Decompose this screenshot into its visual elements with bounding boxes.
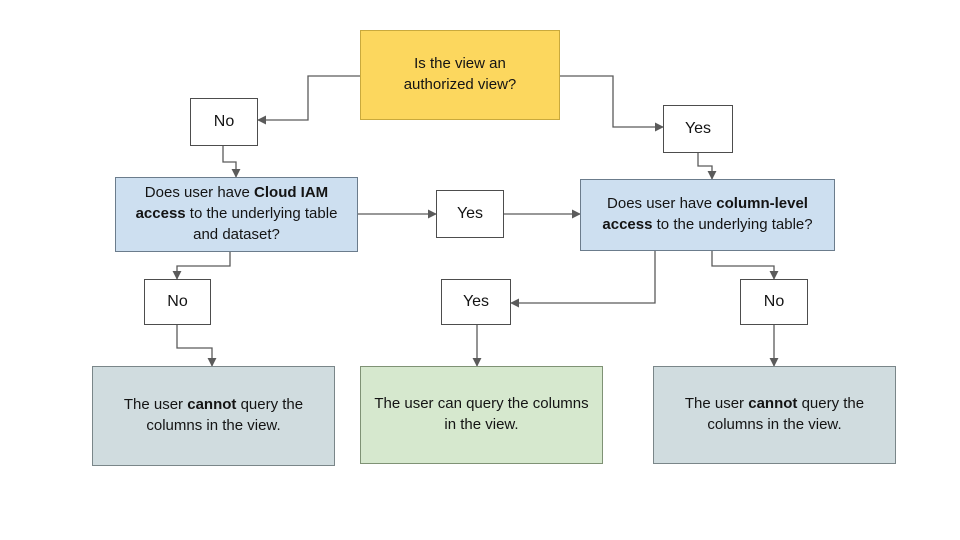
decision-column-level-access[interactable]: Does user have column-level access to th… (580, 179, 835, 251)
label-no-cloud-iam[interactable]: No (144, 279, 211, 325)
outcome-right-suffix: query the columns in the view. (707, 395, 865, 433)
decision-authorized-view-line1: Is the view an (414, 55, 506, 73)
edge-no-to-cloudiam (222, 146, 241, 178)
decision-authorized-view-line2: authorized view? (403, 76, 517, 93)
label-yes-column-level-text: Yes (462, 292, 490, 310)
decision-column-level-access-label: Does user have column-level access to th… (589, 194, 826, 235)
label-yes-column-level[interactable]: Yes (441, 279, 511, 325)
outcome-left-prefix: The user (123, 396, 188, 414)
decision-column-level-suffix: to the underlying table? (652, 216, 813, 233)
outcome-cannot-query-left-label: The user cannot query the columns in the… (101, 395, 326, 436)
edge-columnlevel-to-yes (510, 251, 656, 308)
label-yes-cloud-iam[interactable]: Yes (436, 190, 504, 238)
label-no-cloud-iam-text: No (167, 292, 188, 310)
outcome-cannot-query-left[interactable]: The user cannot query the columns in the… (92, 366, 335, 466)
outcome-can-query-center-label: The user can query the columns in the vi… (374, 395, 589, 433)
label-yes-cloud-iam-text: Yes (456, 204, 484, 222)
label-no-authorized-view[interactable]: No (190, 98, 258, 146)
decision-cloud-iam-bold: Cloud IAM access (135, 184, 329, 223)
outcome-left-bold: cannot (187, 396, 237, 414)
outcome-cannot-query-right[interactable]: The user cannot query the columns in the… (653, 366, 896, 464)
label-no-authorized-view-text: No (213, 112, 235, 130)
decision-cloud-iam-prefix: Does user have (144, 184, 255, 202)
outcome-cannot-query-right-label: The user cannot query the columns in the… (662, 394, 887, 435)
outcome-left-suffix: query the columns in the view. (146, 396, 304, 434)
edge-authorized-to-no (257, 75, 360, 125)
outcome-can-query-center[interactable]: The user can query the columns in the vi… (360, 366, 603, 464)
edge-yes-to-columnlevel (697, 153, 717, 180)
label-yes-authorized-view-text: Yes (684, 119, 712, 137)
decision-cloud-iam-suffix: to the underlying table and dataset? (185, 205, 338, 243)
decision-column-level-bold: column-level access (602, 195, 808, 233)
decision-authorized-view-label: Is the view an authorized view? (404, 54, 517, 95)
edge-cloudiam-to-no (172, 252, 231, 280)
decision-column-level-prefix: Does user have (607, 195, 717, 213)
label-no-column-level[interactable]: No (740, 279, 808, 325)
label-no-column-level-text: No (763, 292, 785, 310)
decision-cloud-iam-access[interactable]: Does user have Cloud IAM access to the u… (115, 177, 358, 252)
decision-cloud-iam-access-label: Does user have Cloud IAM access to the u… (124, 183, 349, 245)
edge-columnlevel-to-no (711, 251, 779, 280)
outcome-right-prefix: The user (684, 395, 749, 413)
edge-no-to-outcome-left (176, 325, 217, 367)
decision-authorized-view[interactable]: Is the view an authorized view? (360, 30, 560, 120)
outcome-right-bold: cannot (748, 395, 798, 413)
label-yes-authorized-view[interactable]: Yes (663, 105, 733, 153)
edge-authorized-to-yes (560, 75, 664, 132)
